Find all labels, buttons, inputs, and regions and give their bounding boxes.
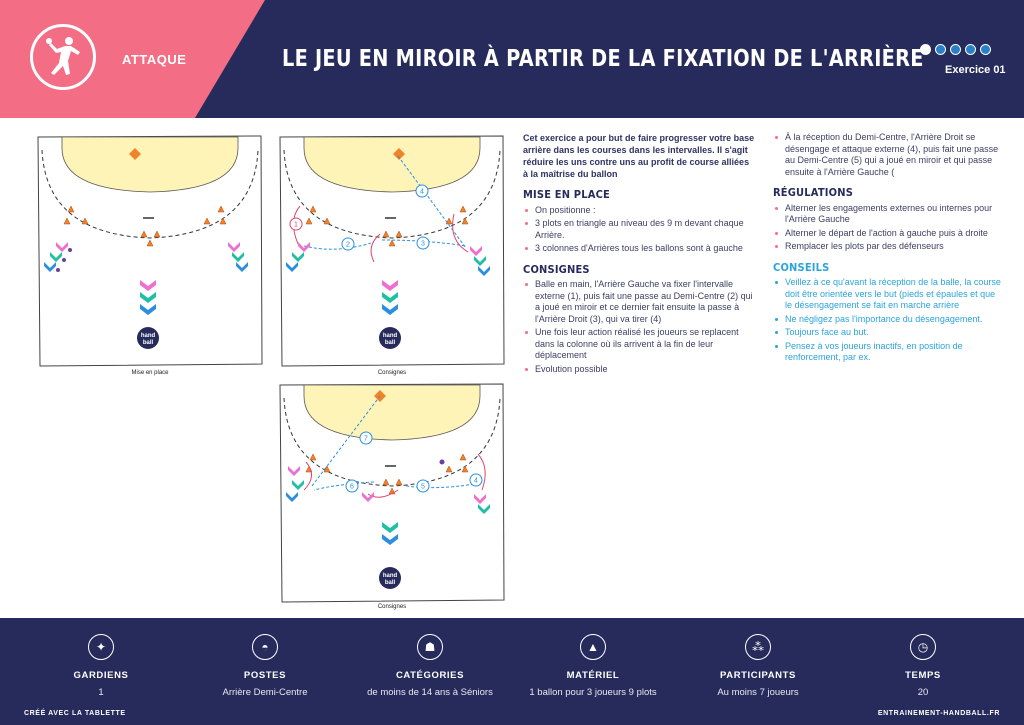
stat-time: ◷ TEMPS 20 bbox=[848, 634, 998, 698]
page-title: LE JEU EN MIROIR À PARTIR DE LA FIXATION… bbox=[282, 46, 924, 72]
stat-value: 1 bbox=[98, 687, 104, 698]
court-diagram-instructions: 1 2 3 4 hand b bbox=[278, 134, 506, 376]
list-item: Ne négligez pas l'importance du désengag… bbox=[773, 314, 1003, 326]
ball-icon bbox=[950, 44, 961, 55]
description-column-1: Cet exercice a pour but de faire progres… bbox=[523, 132, 755, 377]
list-item: Alterner le départ de l'action à gauche … bbox=[773, 228, 1003, 240]
diagram-caption: Consignes bbox=[377, 604, 407, 610]
list-item: À la réception du Demi-Centre, l'Arrière… bbox=[773, 132, 1003, 178]
header: ATTAQUE LE JEU EN MIROIR À PARTIR DE LA … bbox=[0, 0, 1024, 118]
step-label: 5 bbox=[421, 484, 425, 491]
step-label: 1 bbox=[294, 222, 298, 229]
list-item: Alterner les engagements externes ou int… bbox=[773, 203, 1003, 226]
diagram-caption: Consignes bbox=[377, 370, 407, 376]
court-diagram-evolution: 4 5 6 7 hand b bbox=[278, 382, 506, 618]
stat-value: 20 bbox=[917, 687, 929, 698]
player-group-left bbox=[44, 242, 72, 272]
advice-list: Veillez à ce qu'avant la réception de la… bbox=[773, 277, 1003, 364]
description-column-2: À la réception du Demi-Centre, l'Arrière… bbox=[773, 132, 1003, 366]
list-item: Toujours face au but. bbox=[773, 327, 1003, 339]
svg-text:ball: ball bbox=[385, 580, 396, 586]
stat-categories: ☗ CATÉGORIES de moins de 14 ans à Sénior… bbox=[355, 634, 505, 698]
stat-goalkeepers: ✦ GARDIENS 1 bbox=[26, 634, 176, 698]
list-item: Remplacer les plots par des défenseurs bbox=[773, 241, 1003, 253]
clock-icon: ◷ bbox=[910, 634, 936, 660]
stat-label: GARDIENS bbox=[73, 670, 129, 681]
list-item: Balle en main, l'Arrière Gauche va fixer… bbox=[523, 279, 755, 325]
instructions-list: Balle en main, l'Arrière Gauche va fixer… bbox=[523, 279, 755, 375]
svg-text:hand: hand bbox=[383, 333, 398, 339]
list-item: On positionne : bbox=[523, 205, 755, 217]
stat-participants: ⁂ PARTICIPANTS Au moins 7 joueurs bbox=[683, 634, 833, 698]
list-item: Veillez à ce qu'avant la réception de la… bbox=[773, 277, 1003, 312]
stat-label: MATÉRIEL bbox=[566, 670, 620, 681]
setup-list: On positionne : 3 plots en triangle au n… bbox=[523, 205, 755, 255]
footer: ✦ GARDIENS 1 ◓ POSTES Arrière Demi-Centr… bbox=[0, 618, 1024, 725]
ball-icon bbox=[935, 44, 946, 55]
stat-label: POSTES bbox=[243, 670, 287, 681]
step-label: 4 bbox=[420, 189, 424, 196]
stat-positions: ◓ POSTES Arrière Demi-Centre bbox=[190, 634, 340, 698]
exercise-progress bbox=[920, 44, 991, 55]
court-icon: ◓ bbox=[252, 634, 278, 660]
cone-icon: ▲ bbox=[580, 634, 606, 660]
footer-website-link[interactable]: ENTRAINEMENT-HANDBALL.FR bbox=[877, 710, 1000, 717]
footer-credit: CRÉÉ AVEC LA TABLETTE bbox=[24, 710, 126, 717]
svg-text:ball: ball bbox=[143, 340, 154, 346]
court-diagram-setup: hand ball Mise en place bbox=[36, 134, 264, 376]
list-item: Pensez à vos joueurs inactifs, en positi… bbox=[773, 341, 1003, 364]
svg-text:hand: hand bbox=[383, 573, 398, 579]
category-label: ATTAQUE bbox=[122, 52, 187, 67]
step-label: 4 bbox=[474, 478, 478, 485]
handball-logo: hand ball bbox=[137, 327, 159, 349]
stat-label: TEMPS bbox=[905, 670, 941, 681]
list-item: Une fois leur action réalisé les joueurs… bbox=[523, 327, 755, 362]
stat-value: de moins de 14 ans à Séniors bbox=[367, 687, 493, 698]
list-item: 3 plots en triangle au niveau des 9 m de… bbox=[523, 218, 755, 241]
diagrams-area: hand ball Mise en place 1 bbox=[0, 118, 520, 618]
stat-value: Au moins 7 joueurs bbox=[717, 687, 799, 698]
ball-icon bbox=[920, 44, 931, 55]
section-title-setup: MISE EN PLACE bbox=[523, 188, 610, 201]
list-item: 3 colonnes d'Arrières tous les ballons s… bbox=[523, 243, 755, 255]
ball-icon bbox=[980, 44, 991, 55]
stat-value: Arrière Demi-Centre bbox=[222, 687, 308, 698]
goalkeeper-icon: ✦ bbox=[88, 634, 114, 660]
stat-label: PARTICIPANTS bbox=[720, 670, 796, 681]
players-icon: ⁂ bbox=[745, 634, 771, 660]
svg-text:hand: hand bbox=[141, 333, 156, 339]
ball-icon bbox=[965, 44, 976, 55]
group-icon: ☗ bbox=[417, 634, 443, 660]
diagram-caption: Mise en place bbox=[131, 370, 169, 376]
regulations-list: Alterner les engagements externes ou int… bbox=[773, 203, 1003, 253]
step-label: 3 bbox=[421, 241, 425, 248]
list-item: Evolution possible bbox=[523, 364, 755, 376]
section-title-advice: CONSEILS bbox=[773, 260, 830, 274]
stat-equipment: ▲ MATÉRIEL 1 ballon pour 3 joueurs 9 plo… bbox=[518, 634, 668, 698]
svg-text:ball: ball bbox=[385, 340, 396, 346]
intro-text: Cet exercice a pour but de faire progres… bbox=[523, 133, 755, 179]
evolution-list: À la réception du Demi-Centre, l'Arrière… bbox=[773, 132, 1003, 178]
step-label: 7 bbox=[364, 436, 368, 443]
stat-label: CATÉGORIES bbox=[395, 670, 465, 681]
handball-player-icon bbox=[30, 24, 96, 90]
exercise-number: Exercice 01 bbox=[945, 64, 1006, 76]
section-title-regulations: RÉGULATIONS bbox=[773, 186, 854, 199]
stat-value: 1 ballon pour 3 joueurs 9 plots bbox=[529, 687, 657, 698]
step-label: 6 bbox=[350, 484, 354, 491]
section-title-instructions: CONSIGNES bbox=[523, 262, 590, 276]
step-label: 2 bbox=[346, 242, 350, 249]
